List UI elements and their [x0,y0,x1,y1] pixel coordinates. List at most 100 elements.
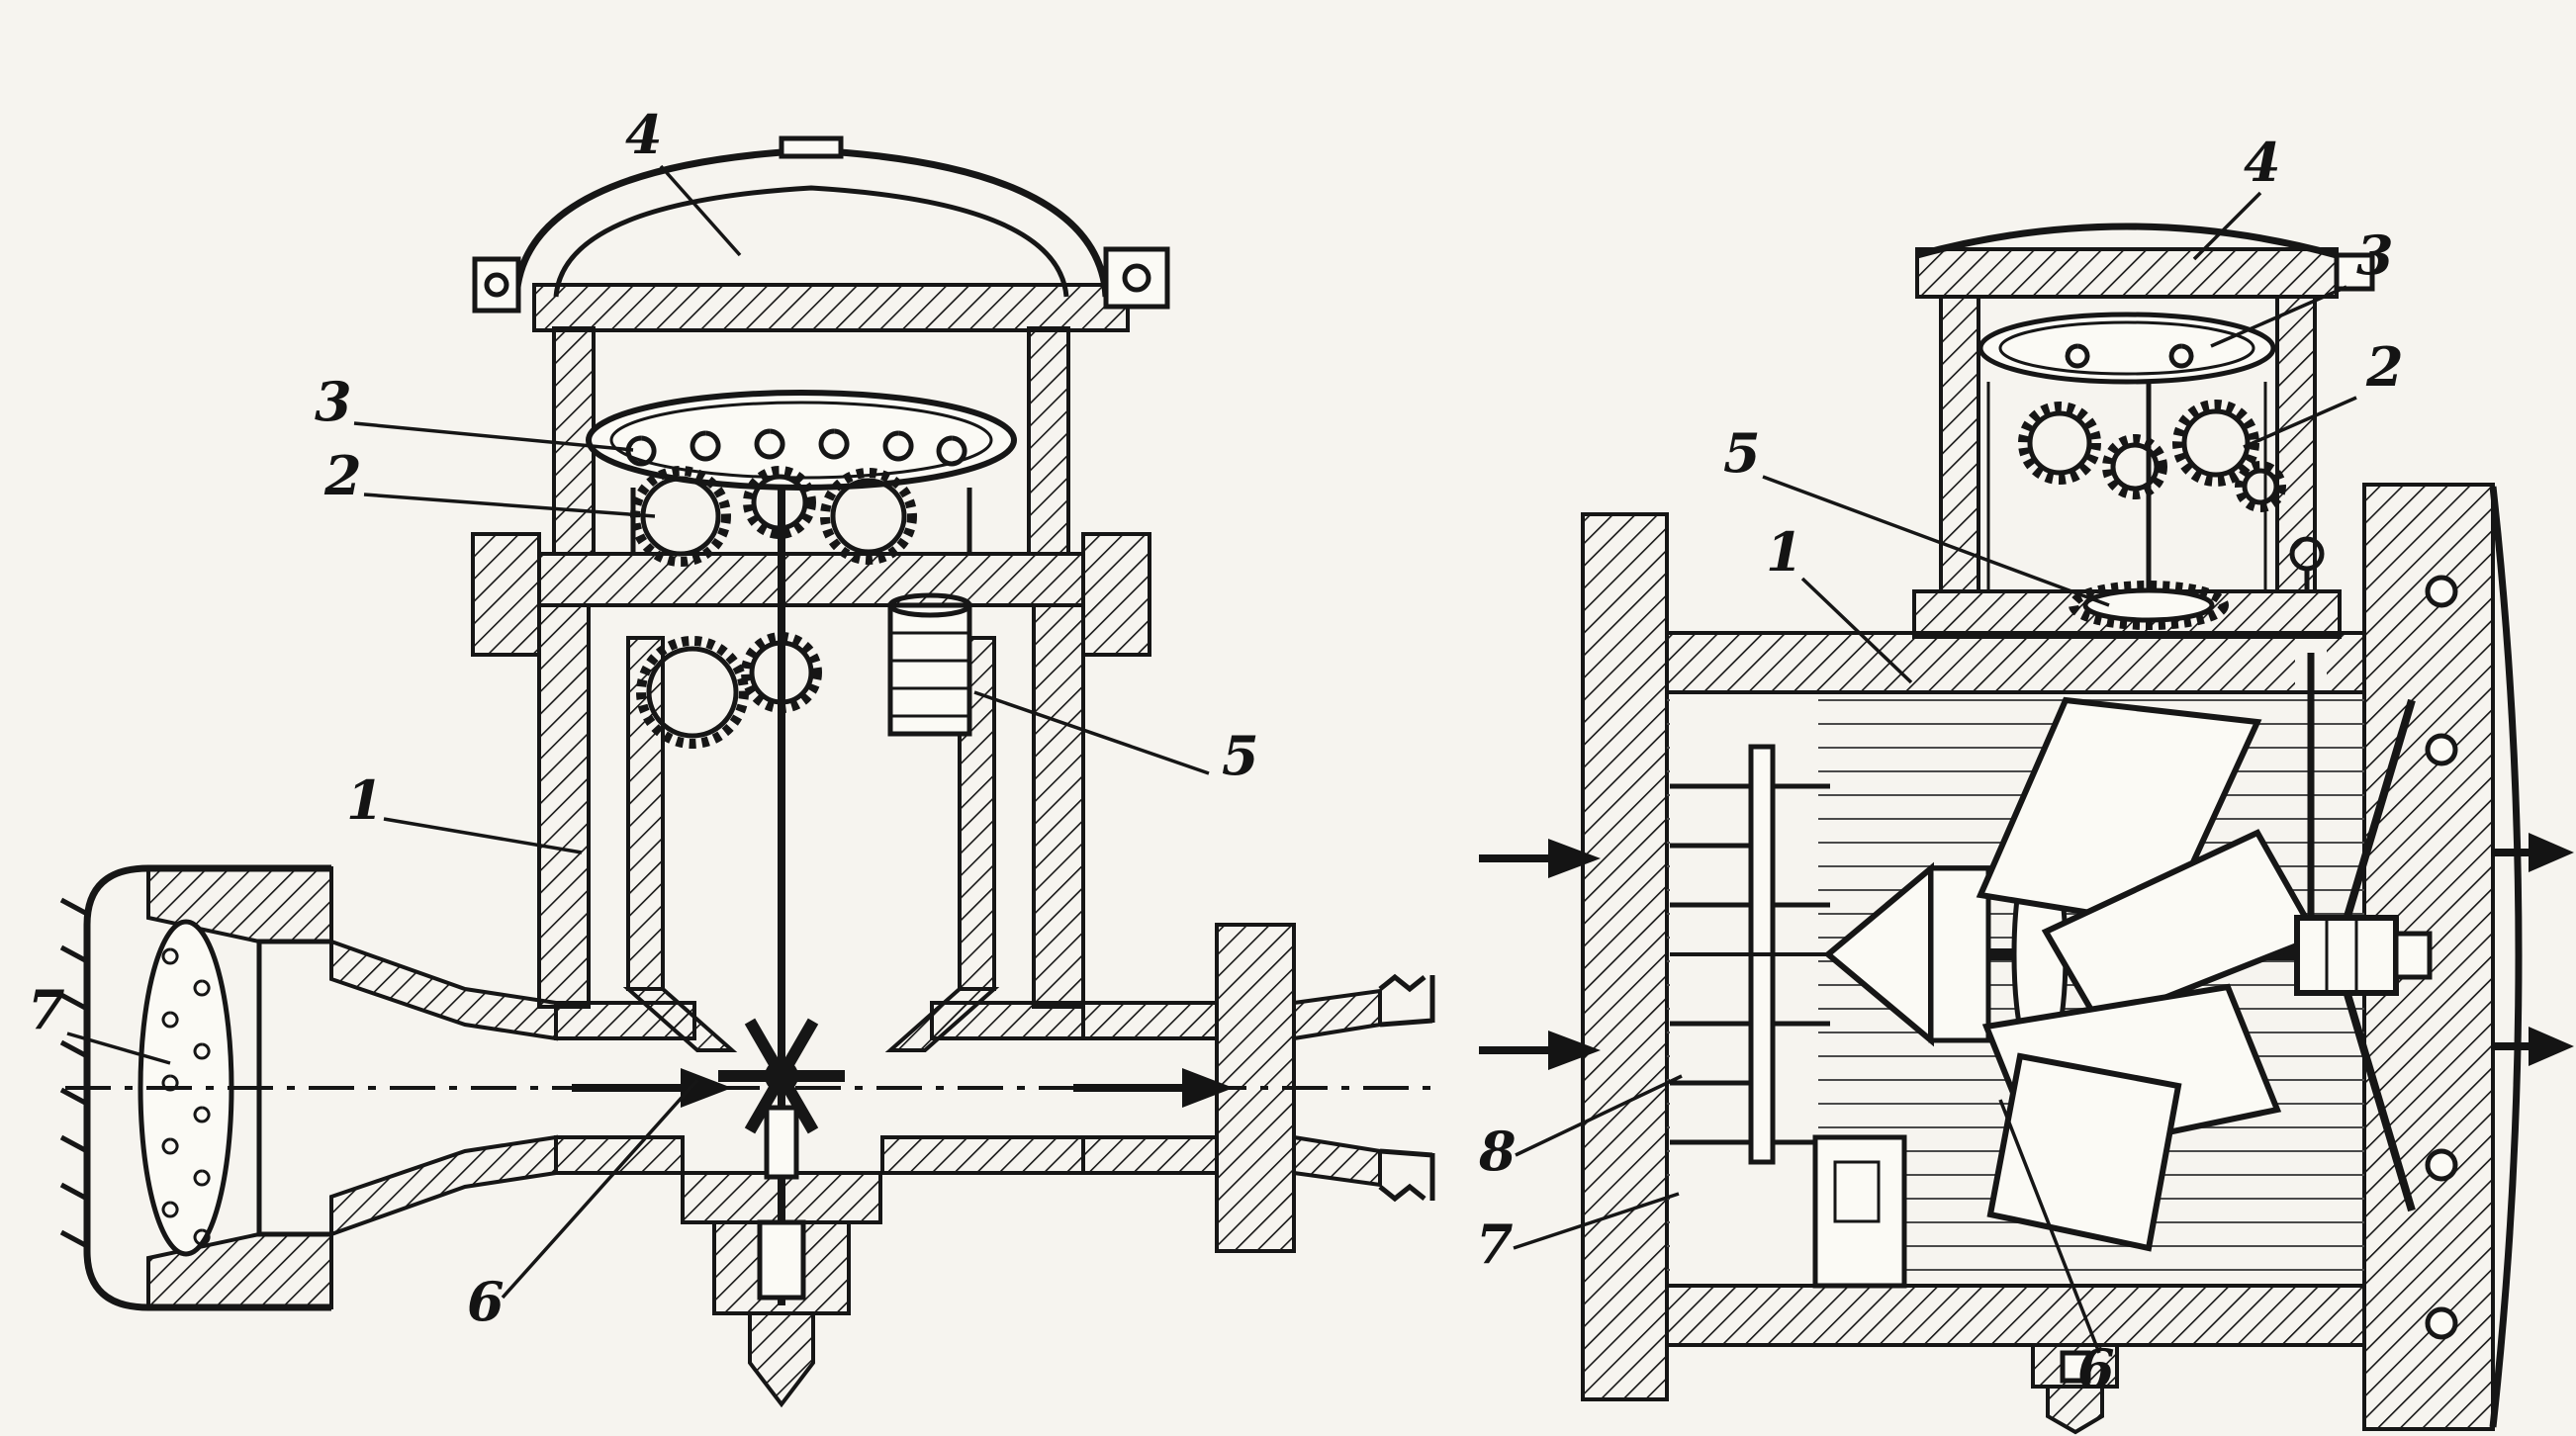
lower-gear-train [636,632,822,749]
hinge-pin [484,272,509,298]
register-head [472,135,1170,749]
gear-teeth [2235,461,2286,512]
flange-bolt-holes [2425,575,2458,1340]
register-right-wall [1027,326,1070,556]
callout-8-right: 8 [1478,1120,1517,1183]
support-bracket [1812,1134,1907,1289]
drain-slot [2060,1350,2091,1384]
bolt-hole [2425,1148,2458,1182]
callout-5-left: 5 [1222,724,1259,787]
flow-straightener [1670,744,1907,1289]
straightener-vanes [1670,783,1830,1145]
left-callouts: 4 3 2 5 1 7 6 [28,103,1259,1333]
register-posts [1986,382,2267,591]
gear-teeth [2102,434,2167,499]
right-callouts: 4 3 2 5 1 8 7 6 [1476,131,2404,1400]
flow-arrow-left-2 [1073,1068,1234,1108]
gear [2242,468,2279,505]
flow-arrow-head [1548,1031,1601,1070]
callout-6-right: 6 [2077,1337,2115,1400]
flow-arrow-out-bottom [2491,1027,2574,1066]
latch-screw [1122,263,1151,293]
callout-7-right: 7 [1476,1212,1514,1276]
impeller-blade [782,1085,819,1134]
dial-pointer-circles [625,428,967,467]
impeller [718,1018,845,1134]
drain-plug [2031,1343,2119,1435]
bottom-plug [681,1105,882,1408]
leader-5 [1762,475,2110,607]
dial-inner-ring-right [1998,320,2255,376]
register-lid-ring [1915,247,2339,299]
outlet-top-wall [1081,1001,1219,1040]
flow-arrow-head [2529,833,2574,872]
flow-arrow-head [1548,839,1601,878]
body-left-lug [471,532,541,657]
cover-dome-inner [553,185,1069,298]
gear [2027,410,2092,476]
leader-2 [363,493,656,518]
leader-5 [973,690,1210,775]
leader-4 [2192,191,2262,261]
meter-body [471,532,1151,1009]
gear-teeth [2018,402,2101,485]
plug-flange [681,1171,882,1224]
leader-3 [353,421,634,452]
valve-insert [764,1105,799,1180]
callout-3-right: 3 [2356,224,2394,287]
bracket-slot [1833,1160,1881,1223]
pipe-bottom-wall-b [880,1135,1085,1175]
gear [2181,408,2251,478]
flow-arrow-head [2529,1027,2574,1066]
shaft-bearing-block [2294,915,2399,996]
leader-3 [2210,285,2347,348]
leader-8 [1515,1074,1683,1157]
leader-2 [2243,396,2357,449]
callout-1-left: 1 [346,768,384,832]
gear-teeth [636,636,749,749]
leader-6 [1998,1099,2101,1354]
flow-arrow-in-bottom [1479,1031,1601,1070]
gear-teeth [820,468,917,565]
body-base-plate [537,552,1085,607]
callout-3-left: 3 [315,370,352,433]
coupling-top [887,592,972,618]
gear [751,474,808,531]
chamber-left-wall [626,636,665,991]
outlet-taper-top [1292,988,1382,1041]
callout-5-right: 5 [1723,421,1761,485]
impeller-blade [744,1085,781,1134]
support-spoke-upper [2343,698,2416,922]
outlet-threads [1378,973,1435,1203]
impeller-hub [765,1059,798,1093]
leader-4 [659,164,742,257]
bell-bottom-wall [329,1134,558,1237]
register-left-wall [1939,295,1980,593]
gear-teeth [743,466,816,539]
inlet-union-nut [59,864,333,1311]
plug-slot [757,1219,806,1301]
callout-6-left: 6 [467,1270,505,1333]
turbine-rotor [1823,635,2433,1252]
callout-4-left: 4 [625,103,663,166]
thread-ticks [59,897,89,1249]
gear [749,640,814,705]
outlet-taper-bottom [1292,1134,1382,1188]
shell-top-wall [1665,631,2366,694]
bell-top-wall [329,939,558,1041]
body-left-wall [537,603,591,1009]
bolt-hole [2425,575,2458,608]
register-gear-train [2018,400,2286,512]
cover-hinge [472,256,521,314]
flow-arrow-in-top [1479,839,1601,878]
register-lid-dome [1916,223,2338,259]
gear [646,646,739,739]
inlet-chamber [1670,694,1818,1284]
turbine-blade [1986,1052,2182,1252]
chamber-funnel-left [622,987,738,1052]
shell-bottom-wall [1665,1284,2366,1347]
counter-dial-right [1978,312,2276,385]
